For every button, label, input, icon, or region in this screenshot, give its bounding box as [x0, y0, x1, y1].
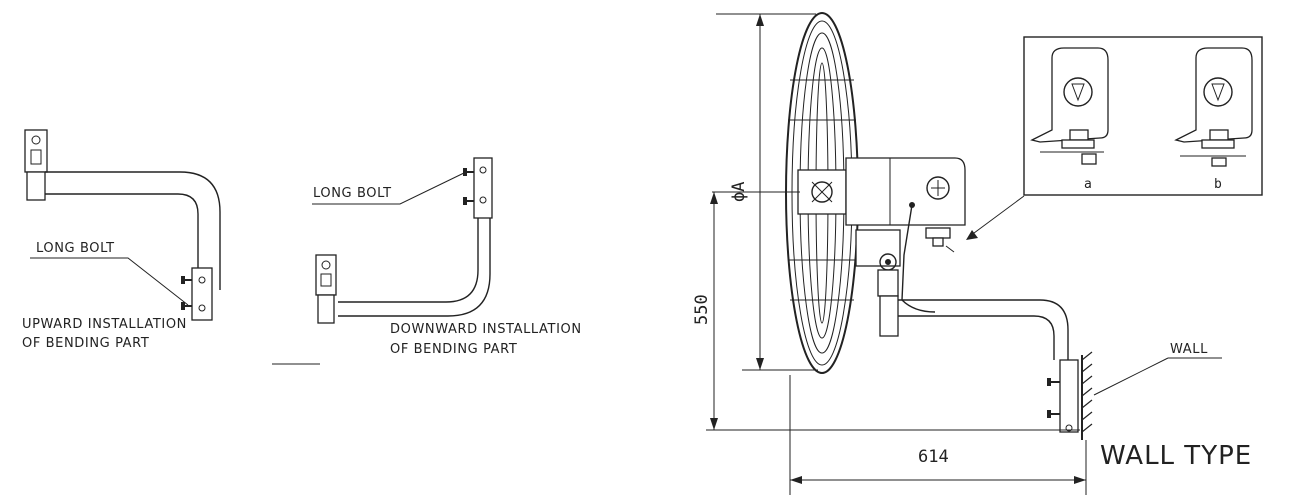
knob-detail-b: [1174, 47, 1253, 167]
upward-caption-line-1: UPWARD INSTALLATION: [22, 317, 187, 332]
width-dimension: 614: [918, 447, 949, 467]
height-dimension: 550: [692, 294, 712, 325]
inset-label-a: a: [1084, 177, 1092, 192]
wall-label: WALL: [1170, 342, 1208, 357]
downward-caption-line-1: DOWNWARD INSTALLATION: [390, 322, 582, 337]
middle-long-bolt-label: LONG BOLT: [313, 186, 392, 201]
upward-caption-line-2: OF BENDING PART: [22, 336, 149, 351]
wall-type-title: WALL TYPE: [1100, 441, 1252, 471]
inset-label-b: b: [1214, 177, 1222, 192]
upward-installation-bracket: [24, 129, 221, 321]
knob-detail-inset: [966, 36, 1263, 240]
left-long-bolt-label: LONG BOLT: [36, 241, 115, 256]
downward-caption-line-2: OF BENDING PART: [390, 342, 517, 357]
wall-fan-drawing: [706, 12, 1222, 495]
downward-installation-bracket: [312, 157, 493, 324]
diameter-label: ϕA: [729, 182, 749, 202]
